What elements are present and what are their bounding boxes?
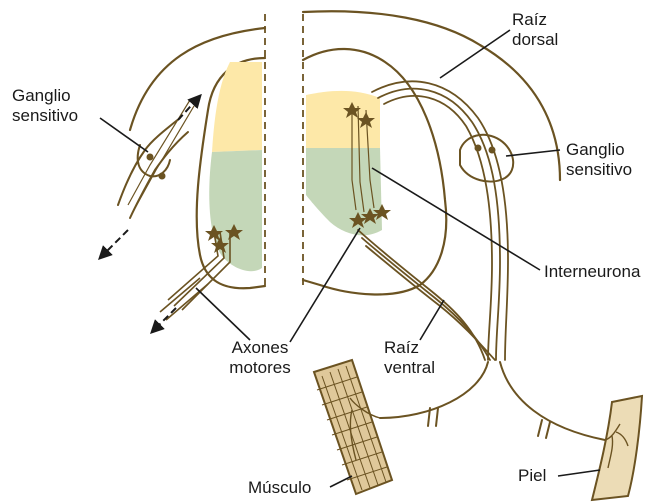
right-ganglion-body xyxy=(460,135,513,182)
label-line: Ganglio xyxy=(566,140,632,160)
label-line: dorsal xyxy=(512,30,558,50)
label-raiz-ventral: Raíz ventral xyxy=(384,338,435,378)
label-line: sensitivo xyxy=(566,160,632,180)
label-line: Interneurona xyxy=(544,262,640,282)
label-musculo: Músculo xyxy=(248,478,311,498)
label-line: ventral xyxy=(384,358,435,378)
label-line: Raíz xyxy=(384,338,435,358)
label-axones-motores: Axones motores xyxy=(212,338,308,378)
label-ganglio-sensitivo-right: Ganglio sensitivo xyxy=(566,140,632,180)
label-ganglio-sensitivo-left: Ganglio sensitivo xyxy=(12,86,78,126)
label-raiz-dorsal: Raíz dorsal xyxy=(512,10,558,50)
label-line: motores xyxy=(212,358,308,378)
afferent-arrow xyxy=(178,96,200,120)
left-dorsal-horn xyxy=(212,62,262,152)
label-piel: Piel xyxy=(518,466,546,486)
label-line: Axones xyxy=(212,338,308,358)
right-ventral-horn xyxy=(306,148,382,235)
muscle-fiber xyxy=(314,360,392,494)
label-interneurona: Interneurona xyxy=(544,262,640,282)
right-ganglion-cell xyxy=(489,147,496,154)
label-line: Músculo xyxy=(248,478,311,498)
left-ganglion-cell xyxy=(147,154,154,161)
left-ganglion-cell xyxy=(159,173,166,180)
label-line: Ganglio xyxy=(12,86,78,106)
label-line: sensitivo xyxy=(12,106,78,126)
label-line: Piel xyxy=(518,466,546,486)
efferent-arrow-upper xyxy=(100,230,128,258)
efferent-arrow-lower xyxy=(152,308,176,332)
skin-patch xyxy=(592,396,642,500)
label-line: Raíz xyxy=(512,10,558,30)
right-ganglion-cell xyxy=(475,145,482,152)
